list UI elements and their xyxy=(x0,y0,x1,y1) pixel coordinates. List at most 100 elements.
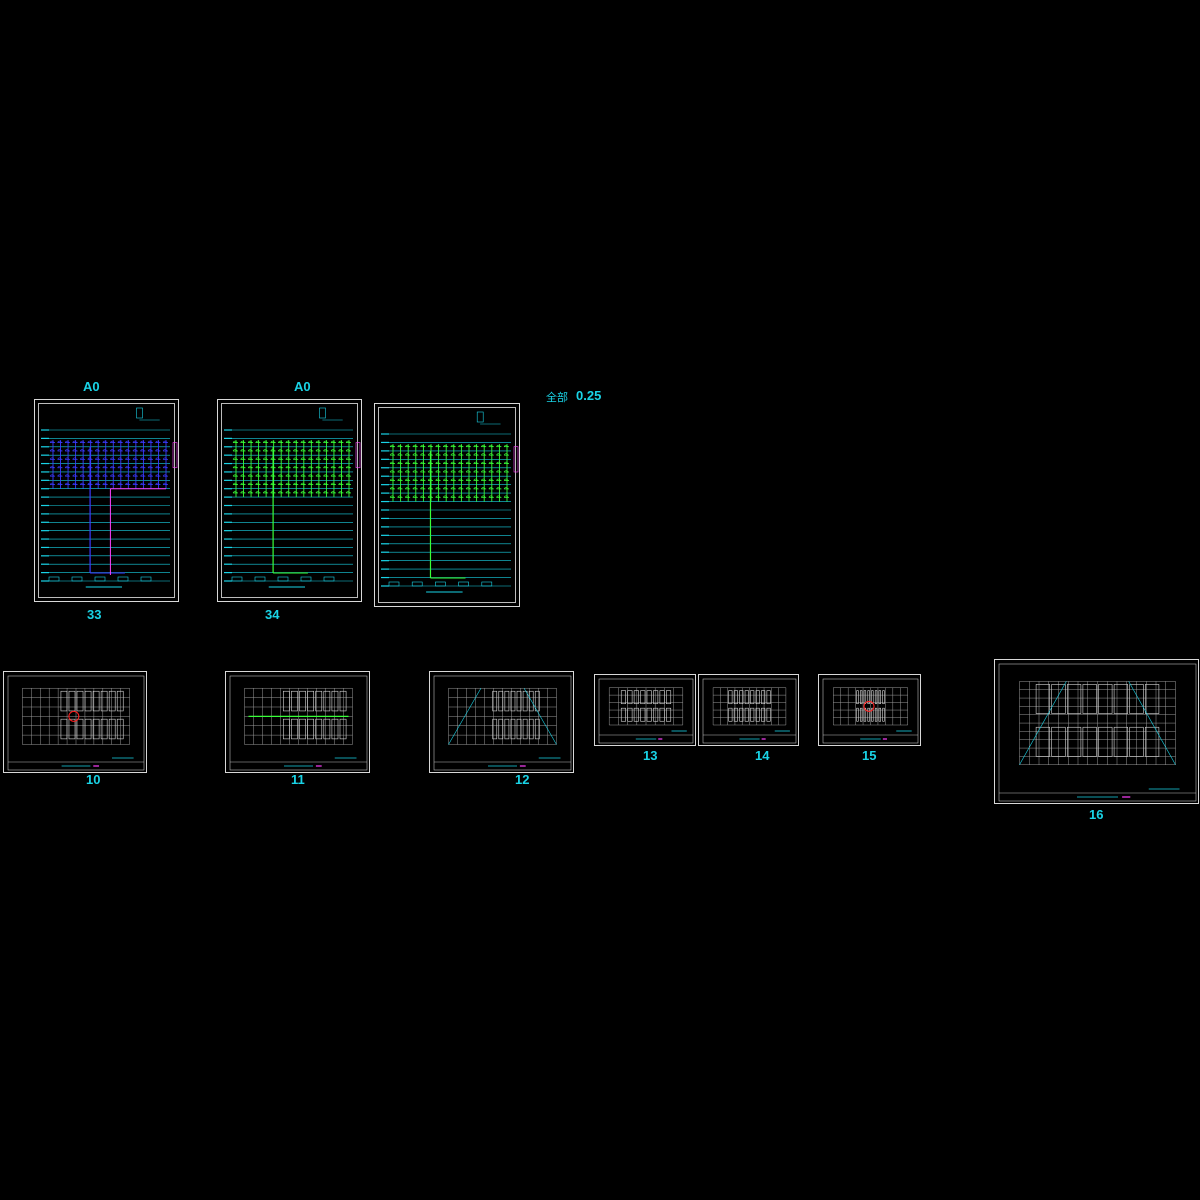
fixture-symbol xyxy=(435,453,440,456)
sheet-number-14: 14 xyxy=(755,748,770,763)
fixture-symbol xyxy=(240,449,245,452)
fixture-symbol xyxy=(323,457,328,460)
fixture-symbol xyxy=(442,495,448,498)
fixture-symbol xyxy=(117,474,123,477)
fixture-symbol xyxy=(94,474,100,477)
room-outline xyxy=(116,690,124,712)
room-outline xyxy=(878,690,881,705)
fixture-symbol xyxy=(496,444,501,447)
room-outline xyxy=(498,690,504,712)
fixture-symbol xyxy=(435,478,440,481)
fixture-symbol xyxy=(330,491,336,494)
fixture-symbol xyxy=(110,474,115,477)
drawing-sheet-10[interactable] xyxy=(3,671,147,773)
fixture-symbol xyxy=(458,470,463,473)
drawing-sheet-16[interactable] xyxy=(994,659,1199,804)
room-outline xyxy=(116,718,124,740)
fixture-symbol xyxy=(435,495,440,498)
room-outline xyxy=(92,718,100,740)
fixture-symbol xyxy=(458,461,463,464)
fixture-symbol xyxy=(338,449,343,452)
fixture-symbol xyxy=(285,482,290,485)
fixture-symbol xyxy=(232,465,238,468)
drawing-sheet-unnumbered[interactable] xyxy=(374,403,520,607)
fixture-symbol xyxy=(64,449,70,452)
fixture-symbol xyxy=(397,470,402,473)
riser-diagram-34 xyxy=(224,407,361,588)
floor-plan-15 xyxy=(822,678,919,744)
fixture-symbol xyxy=(473,461,478,464)
fixture-symbol xyxy=(412,478,418,481)
fixture-symbol xyxy=(420,444,425,447)
fixture-symbol xyxy=(338,474,343,477)
fixture-symbol xyxy=(300,440,306,443)
room-outline xyxy=(307,690,314,712)
drawing-sheet-15[interactable] xyxy=(818,674,921,746)
fixture-symbol xyxy=(397,478,402,481)
fixture-symbol xyxy=(345,474,351,477)
drawing-sheet-12[interactable] xyxy=(429,671,574,773)
room-outline xyxy=(1129,684,1144,714)
sheet-number-16: 16 xyxy=(1089,807,1104,822)
fixture-symbol xyxy=(94,440,100,443)
fixture-symbol xyxy=(147,482,153,485)
fixture-symbol xyxy=(389,470,395,473)
drawing-sheet-14[interactable] xyxy=(698,674,799,746)
room-outline xyxy=(733,690,738,705)
fixture-symbol xyxy=(503,453,509,456)
room-outline xyxy=(633,690,639,705)
room-outline xyxy=(766,690,771,705)
drawing-sheet-13[interactable] xyxy=(594,674,696,746)
fixture-symbol xyxy=(315,491,321,494)
drawing-sheet-33[interactable] xyxy=(34,399,179,602)
fixture-symbol xyxy=(450,444,456,447)
fixture-symbol xyxy=(488,444,494,447)
title-symbol xyxy=(476,411,484,423)
fixture-symbol xyxy=(293,465,298,468)
fixture-symbol xyxy=(162,465,168,468)
room-outline xyxy=(76,718,84,740)
fixture-symbol xyxy=(262,440,268,443)
room-outline xyxy=(68,690,76,712)
drawing-sheet-11[interactable] xyxy=(225,671,370,773)
room-outline xyxy=(510,718,516,740)
fixture-symbol xyxy=(315,465,321,468)
fixture-symbol xyxy=(125,465,130,468)
fixture-symbol xyxy=(64,440,70,443)
floor-plan-16 xyxy=(998,663,1197,802)
drawing-sheet-34[interactable] xyxy=(217,399,362,602)
fixture-symbol xyxy=(117,465,123,468)
room-outline xyxy=(323,718,331,740)
fixture-symbol xyxy=(293,449,298,452)
fixture-symbol xyxy=(308,474,313,477)
room-outline xyxy=(867,707,870,722)
fixture-symbol xyxy=(496,453,501,456)
fixture-symbol xyxy=(117,457,123,460)
title-block-strip xyxy=(172,442,178,469)
fixture-symbol xyxy=(496,478,501,481)
fixture-symbol xyxy=(473,470,478,473)
fixture-symbol xyxy=(338,482,343,485)
room-outline xyxy=(755,690,760,705)
fixture-symbol xyxy=(140,482,145,485)
room-outline xyxy=(640,690,646,705)
fixture-symbol xyxy=(323,449,328,452)
roof-line xyxy=(523,688,557,745)
fixture-symbol xyxy=(389,461,395,464)
sheet-number-12: 12 xyxy=(515,772,530,787)
detail-symbol xyxy=(388,581,400,587)
fixture-symbol xyxy=(132,440,138,443)
room-outline xyxy=(516,718,522,740)
fixture-symbol xyxy=(480,461,486,464)
fixture-symbol xyxy=(323,491,328,494)
fixture-symbol xyxy=(397,461,402,464)
room-outline xyxy=(1082,726,1097,757)
riser-diagram-unnumbered xyxy=(381,411,519,593)
fixture-symbol xyxy=(140,449,145,452)
room-outline xyxy=(761,707,766,722)
room-outline xyxy=(522,690,528,712)
room-outline xyxy=(1035,726,1050,757)
fixture-symbol xyxy=(450,478,456,481)
fixture-symbol xyxy=(450,495,456,498)
fixture-symbol xyxy=(155,449,160,452)
